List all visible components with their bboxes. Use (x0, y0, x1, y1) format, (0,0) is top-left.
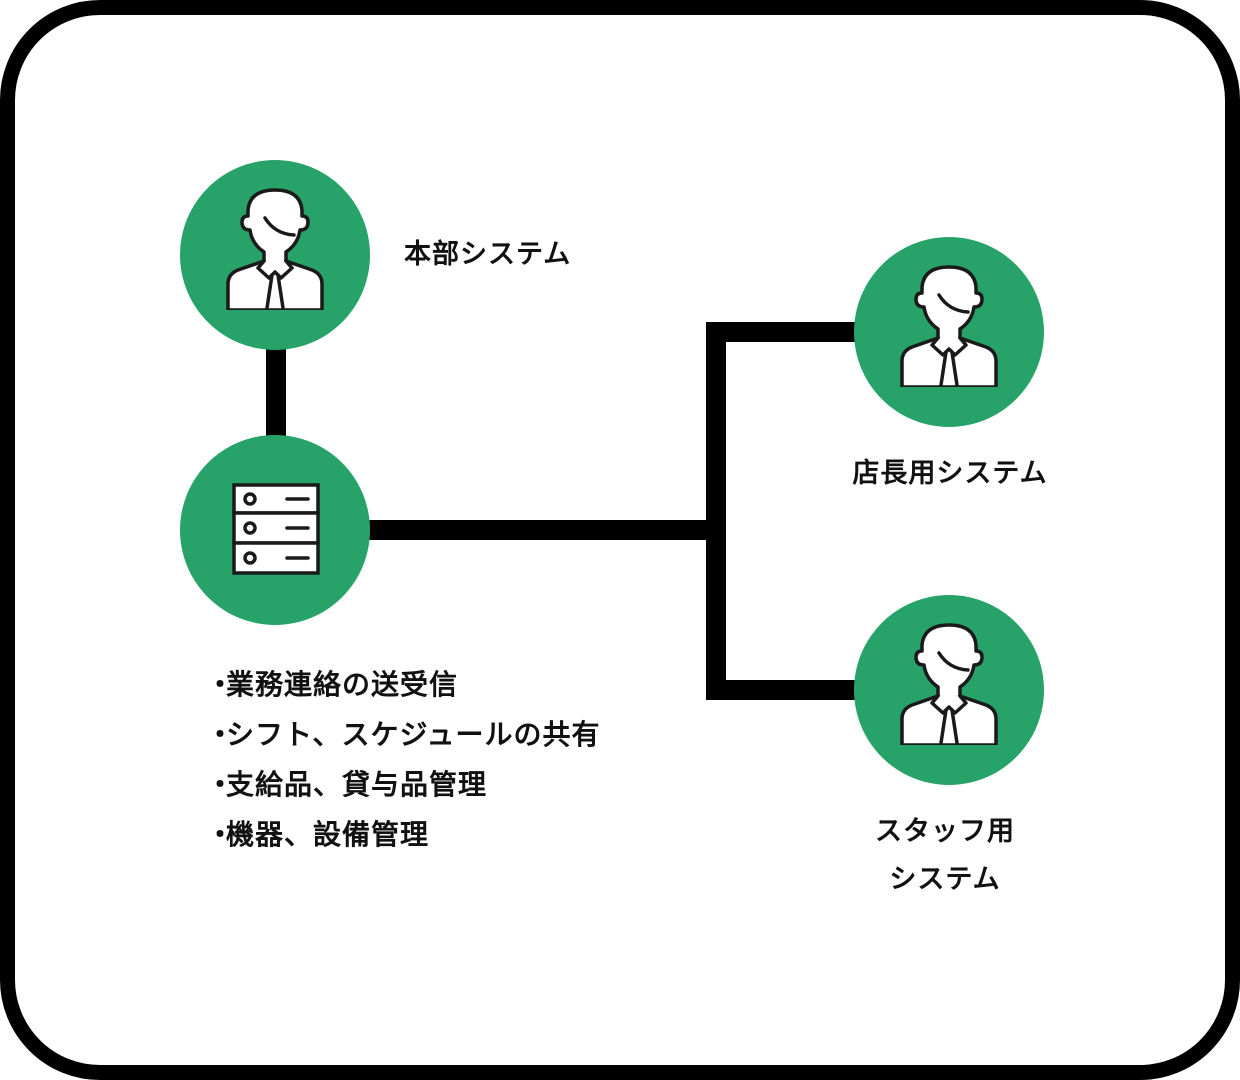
feature-item: ・機器、設備管理 (206, 810, 600, 860)
hq-system-node (180, 160, 370, 350)
feature-text: シフト、スケジュールの共有 (226, 718, 601, 751)
feature-item: ・業務連絡の送受信 (206, 660, 600, 710)
server-node (180, 435, 370, 625)
person-icon (894, 623, 1004, 755)
bullet: ・ (206, 818, 236, 851)
connector-server-trunk (365, 520, 726, 540)
staff-system-label-line1: スタッフ用 (875, 816, 1015, 847)
server-icon (232, 483, 320, 575)
connector-manager-branch (706, 322, 861, 342)
feature-text: 機器、設備管理 (226, 818, 430, 851)
connector-staff-branch (706, 680, 861, 700)
feature-list: ・業務連絡の送受信 ・シフト、スケジュールの共有 ・支給品、貸与品管理 ・機器、… (206, 660, 600, 860)
person-icon (220, 188, 330, 320)
bullet: ・ (206, 768, 236, 801)
feature-item: ・支給品、貸与品管理 (206, 760, 600, 810)
bullet: ・ (206, 668, 236, 701)
connector-hq-server (266, 345, 286, 440)
staff-system-label-line2: システム (889, 864, 1001, 895)
feature-text: 業務連絡の送受信 (226, 668, 459, 701)
manager-system-label: 店長用システム (852, 458, 1048, 489)
connector-vertical-branch (706, 322, 726, 700)
hq-system-label: 本部システム (404, 239, 572, 270)
person-icon (894, 265, 1004, 397)
feature-text: 支給品、貸与品管理 (226, 768, 488, 801)
staff-system-node (854, 595, 1044, 785)
manager-system-node (854, 237, 1044, 427)
feature-item: ・シフト、スケジュールの共有 (206, 710, 600, 760)
bullet: ・ (206, 718, 236, 751)
